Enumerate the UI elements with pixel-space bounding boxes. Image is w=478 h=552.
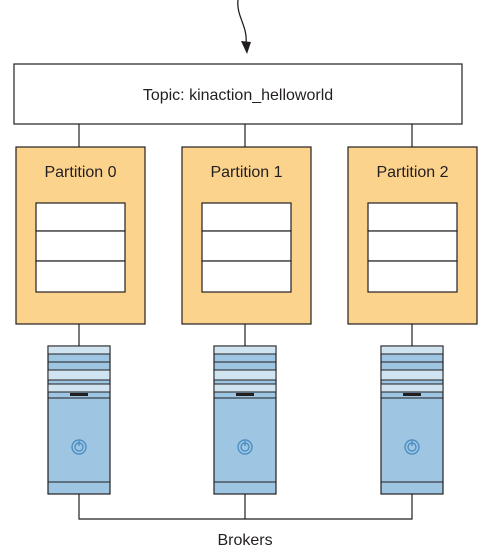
curved-arrow-icon	[237, 0, 251, 54]
topic-label: Topic: kinaction_helloworld	[143, 87, 333, 104]
server-icon	[213, 345, 277, 495]
partition-label: Partition 0	[44, 164, 116, 181]
server-icon	[380, 345, 444, 495]
partition-log	[201, 202, 292, 293]
topic-partition-connectors	[78, 124, 413, 147]
power-icon	[404, 439, 420, 455]
server-icon	[47, 345, 111, 495]
partition-log	[367, 202, 458, 293]
topic-box: Topic: kinaction_helloworld	[13, 63, 463, 125]
partition-broker-connectors	[78, 324, 413, 346]
power-icon	[71, 439, 87, 455]
brokers-label: Brokers	[217, 532, 272, 549]
brokers-bracket	[78, 494, 413, 520]
partition-1: Partition 1	[181, 146, 312, 325]
partition-label: Partition 2	[376, 164, 448, 181]
partition-2: Partition 2	[347, 146, 478, 325]
partition-0: Partition 0	[15, 146, 146, 325]
power-icon	[237, 439, 253, 455]
partition-label: Partition 1	[210, 164, 282, 181]
partition-log	[35, 202, 126, 293]
